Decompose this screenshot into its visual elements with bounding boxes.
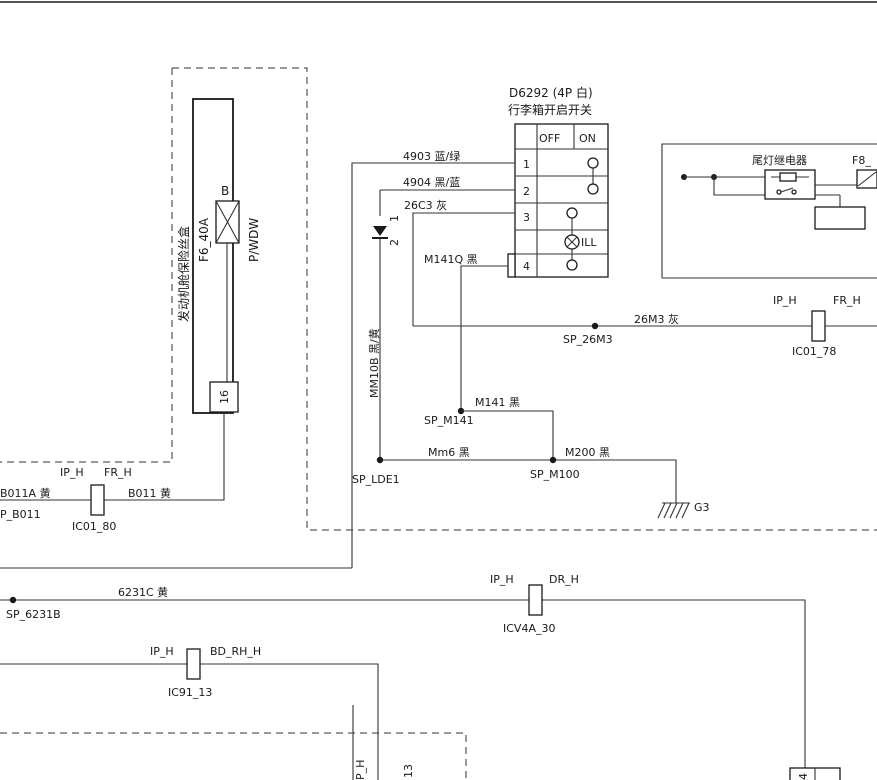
switch-pin-2: 2 bbox=[523, 185, 530, 198]
wire-4904: 4904 黑/蓝 bbox=[379, 176, 515, 216]
switch-pin-4: 4 bbox=[523, 260, 530, 273]
conn-icv4a-30-left: IP_H bbox=[490, 573, 514, 586]
ground-icon: G3 bbox=[657, 501, 710, 519]
wire-ic91: IP_H BD_RH_H IC91_13 bbox=[0, 645, 379, 780]
fuse-name: F6_40A bbox=[197, 217, 211, 262]
wire-mm6-label: Mm6 黑 bbox=[428, 446, 470, 459]
switch-col-on: ON bbox=[579, 132, 596, 145]
fuse-box-name: 发动机舱保险丝盒 bbox=[176, 226, 191, 322]
fuse-icon bbox=[215, 200, 240, 382]
wire-26m3-label: 26M3 灰 bbox=[634, 312, 679, 326]
conn-ic91-13-id: IC91_13 bbox=[168, 686, 212, 699]
ground-network: M141 黑 SP_M141 Mm6 黑 M200 黑 SP_LDE1 SP_M… bbox=[352, 396, 677, 503]
wire-26m3: 26M3 灰 SP_26M3 IP_H FR_H IC01_78 bbox=[563, 294, 877, 358]
fuse-box-pin: 16 bbox=[218, 390, 231, 404]
relay-name: 尾灯继电器 bbox=[752, 154, 807, 167]
switch-pin-1: 1 bbox=[523, 158, 530, 171]
conn-ic01-78-left: IP_H bbox=[773, 294, 797, 307]
bottom-label-b: 13 bbox=[402, 764, 415, 778]
wire-b011-label: B011 黄 bbox=[128, 486, 171, 500]
relay-fuse-label: F8_ bbox=[852, 154, 871, 167]
splice-sp-26m3: SP_26M3 bbox=[563, 333, 613, 346]
wire-m141q-label: M141Q 黑 bbox=[424, 253, 478, 266]
switch-title: D6292 (4P 白) bbox=[509, 85, 593, 100]
wire-m141q: M141Q 黑 bbox=[424, 253, 508, 411]
illumination-lamp-icon bbox=[564, 234, 580, 250]
switch-contact-icon bbox=[566, 157, 599, 271]
fuse-top-label: B bbox=[221, 184, 229, 198]
wire-mm10b-label: MM10B 黑/黄 bbox=[367, 328, 381, 398]
diode-pin-a: 1 bbox=[388, 215, 401, 222]
wire-6231c: 6231C 黄 SP_6231B IP_H DR_H ICV4A_30 bbox=[0, 573, 806, 768]
ground-label: G3 bbox=[694, 501, 710, 514]
wire-26c3: 26C3 灰 bbox=[404, 198, 812, 327]
conn-ic91-13-left: IP_H bbox=[150, 645, 174, 658]
bottom-label-a: P_H bbox=[354, 760, 367, 780]
wire-4903: 4903 蓝/绿 bbox=[0, 149, 515, 569]
switch-subtitle: 行李箱开启开关 bbox=[508, 102, 592, 117]
diode-icon: 1 2 bbox=[372, 215, 401, 460]
conn-ic01-78-right: FR_H bbox=[833, 294, 861, 307]
wire-26c3-label: 26C3 灰 bbox=[404, 198, 447, 212]
tail-lamp-relay: 尾灯继电器 F8_ bbox=[661, 143, 877, 279]
conn-ic01-80-left: IP_H bbox=[60, 466, 84, 479]
diode-pin-b: 2 bbox=[388, 239, 401, 246]
wire-b011a-label: B011A 黄 bbox=[0, 486, 51, 500]
splice-sp-lde1: SP_LDE1 bbox=[352, 473, 400, 486]
conn-ic91-13-right: BD_RH_H bbox=[210, 645, 261, 658]
bottom-label-c: 4 bbox=[797, 773, 810, 780]
conn-ic01-80-id: IC01_80 bbox=[72, 520, 116, 533]
conn-icv4a-30-id: ICV4A_30 bbox=[503, 622, 555, 635]
switch-ill-label: ILL bbox=[581, 236, 597, 249]
conn-ic01-78-id: IC01_78 bbox=[792, 345, 836, 358]
splice-sp-m141: SP_M141 bbox=[424, 414, 474, 427]
wire-b011: IP_H FR_H IC01_80 B011A 黄 B011 黄 P_B011 bbox=[0, 412, 225, 533]
splice-p-b011: P_B011 bbox=[0, 508, 41, 521]
wire-m200-label: M200 黑 bbox=[565, 446, 610, 459]
switch-col-off: OFF bbox=[539, 132, 560, 145]
wire-m141-label: M141 黑 bbox=[475, 396, 520, 409]
wire-4904-label: 4904 黑/蓝 bbox=[403, 176, 460, 189]
switch-pin-3: 3 bbox=[523, 211, 530, 224]
wire-4903-label: 4903 蓝/绿 bbox=[403, 149, 460, 163]
wire-6231c-label: 6231C 黄 bbox=[118, 585, 168, 599]
trunk-switch: D6292 (4P 白) 行李箱开启开关 OFF ON 1 2 3 4 IL bbox=[507, 85, 609, 278]
splice-sp-m100: SP_M100 bbox=[530, 468, 580, 481]
engine-fuse-box: 发动机舱保险丝盒 B F6_40A P/WDW 16 bbox=[0, 67, 877, 531]
bottom-area: P_H 13 4 bbox=[0, 732, 841, 780]
conn-icv4a-30-right: DR_H bbox=[549, 573, 579, 586]
conn-ic01-80-right: FR_H bbox=[104, 466, 132, 479]
splice-sp-6231b: SP_6231B bbox=[6, 608, 61, 621]
fuse-side-label: P/WDW bbox=[247, 218, 261, 262]
